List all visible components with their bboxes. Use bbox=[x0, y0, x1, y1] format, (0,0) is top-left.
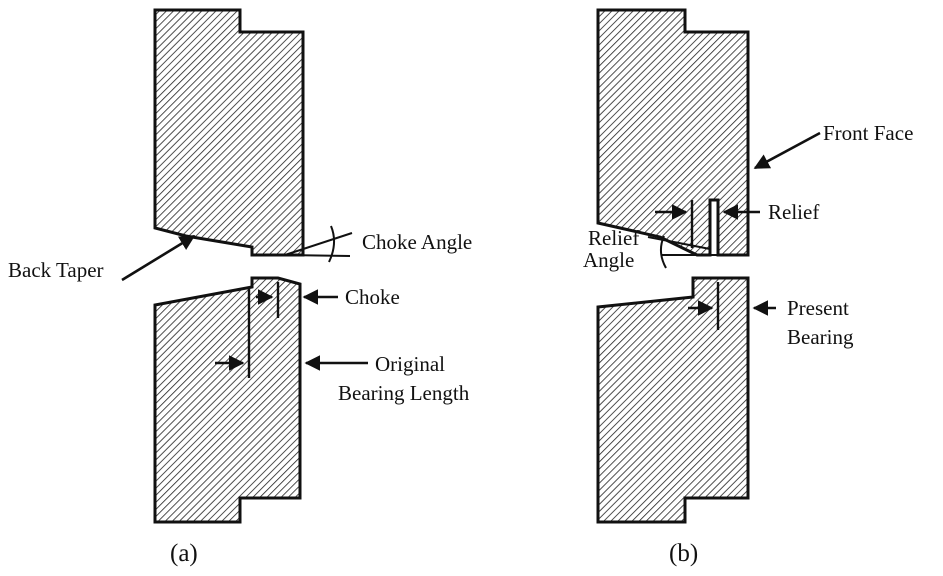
panel-b-relief-angle-arc bbox=[660, 235, 667, 269]
bearing-label-line2: Bearing bbox=[787, 325, 854, 349]
panel-b-front-face-leader bbox=[753, 131, 821, 170]
panel-a-choke-angle-arc bbox=[328, 225, 335, 263]
panel-b-lower-die bbox=[596, 276, 750, 524]
original-label-line1: Original bbox=[375, 352, 445, 376]
panel-b-upper-die bbox=[596, 8, 750, 257]
front-face-label: Front Face bbox=[823, 121, 913, 145]
panel-b: Front Face Relief Relief Angle Present B… bbox=[583, 8, 913, 567]
relief-angle-label-line2: Angle bbox=[583, 248, 634, 272]
panel-a-choke-angle-line bbox=[284, 232, 353, 256]
present-label-line1: Present bbox=[787, 296, 849, 320]
panel-b-caption: (b) bbox=[669, 540, 698, 567]
relief-label: Relief bbox=[768, 200, 819, 224]
panel-a-lower-die bbox=[153, 276, 302, 524]
panel-a-back-taper-leader bbox=[121, 234, 196, 282]
panel-a-choke-angle-baseline bbox=[284, 254, 351, 257]
panel-a-caption: (a) bbox=[170, 540, 198, 567]
relief-angle-label-line1: Relief bbox=[588, 226, 639, 250]
choke-label: Choke bbox=[345, 285, 400, 309]
panel-b-relief-angle-line bbox=[647, 236, 711, 250]
bearing-length-label-line2: Bearing Length bbox=[338, 381, 470, 405]
choke-angle-label: Choke Angle bbox=[362, 230, 472, 254]
panel-a-upper-die bbox=[153, 8, 305, 257]
panel-a: Choke Angle Back Taper Choke Original Be… bbox=[8, 8, 472, 567]
back-taper-label: Back Taper bbox=[8, 258, 104, 282]
